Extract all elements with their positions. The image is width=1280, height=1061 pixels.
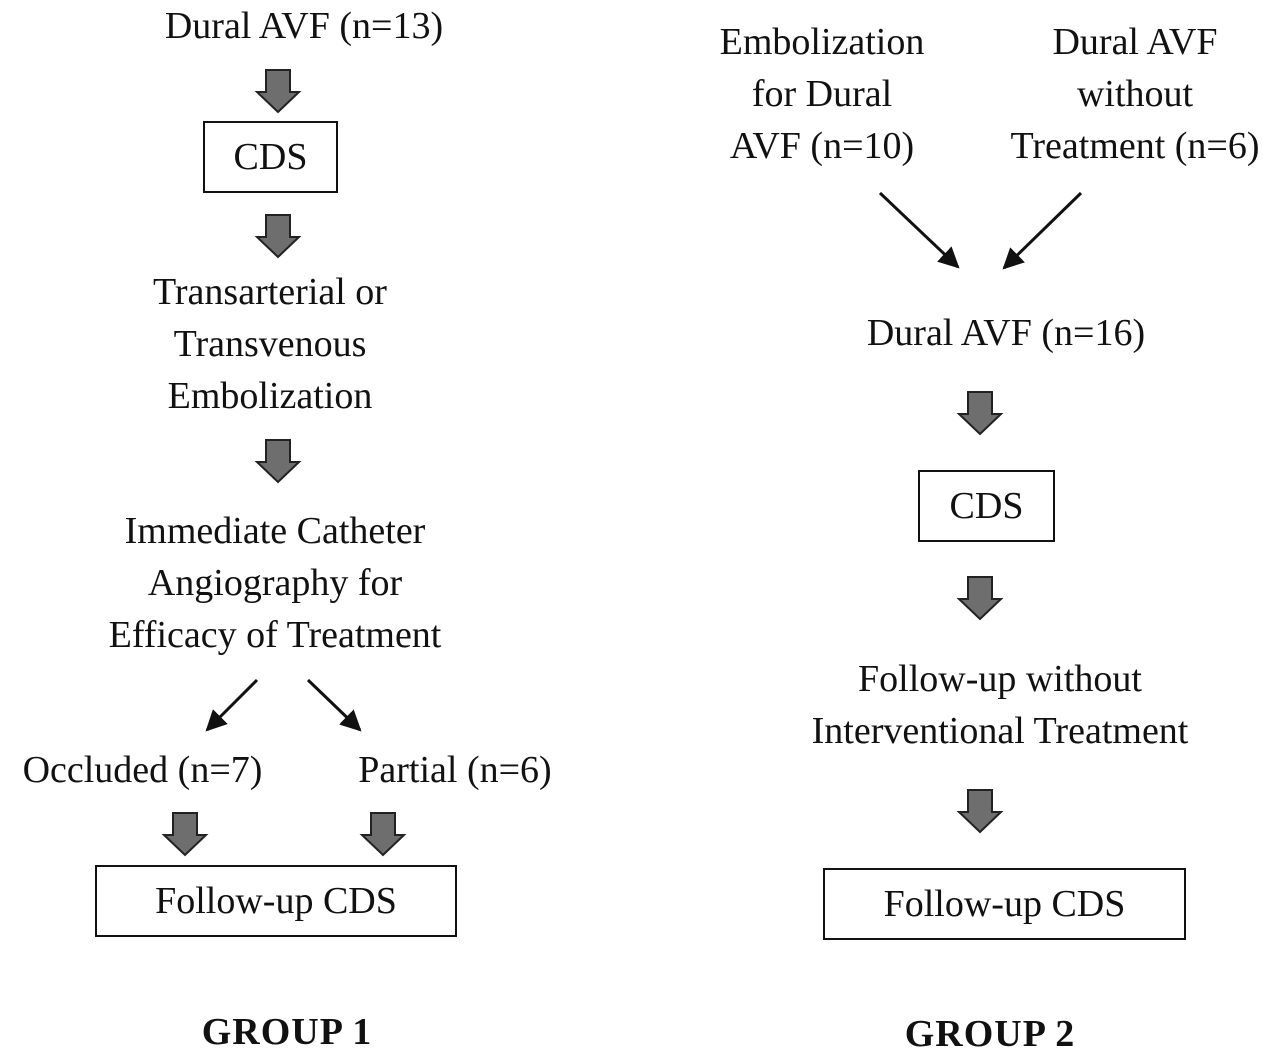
g1-arrow-occluded-to-followup (161, 812, 209, 857)
g1-embolization-node: Transarterial or Transvenous Embolizatio… (153, 271, 387, 417)
arrow-from-untreated-source (1002, 191, 1083, 270)
group1-label: GROUP 1 (201, 1011, 373, 1053)
arrow-from-embolization-source (878, 191, 960, 269)
g2-embolization-source-node: Embolization for Dural AVF (n=10) (719, 21, 925, 167)
g1-cds-box: CDS (203, 121, 338, 193)
g2-arrow-merged-to-cds (956, 391, 1004, 436)
arrow-to-occluded (205, 678, 259, 732)
group2-label: GROUP 2 (904, 1013, 1076, 1055)
g2-arrow-followup-to-box (956, 789, 1004, 834)
g2-arrow-cds-to-followup (956, 576, 1004, 621)
g1-partial-node: Partial (n=6) (358, 749, 552, 791)
g1-occluded-node: Occluded (n=7) (22, 749, 263, 791)
g2-cds-box: CDS (918, 470, 1055, 542)
g1-arrow-embolization-to-angiography (254, 439, 302, 484)
g2-followup-without-treatment-node: Follow-up without Interventional Treatme… (811, 658, 1189, 752)
g2-merged-node: Dural AVF (n=16) (866, 312, 1146, 354)
g2-untreated-source-node: Dural AVF without Treatment (n=6) (1010, 21, 1260, 167)
arrow-to-partial (306, 678, 362, 732)
g1-arrow-cds-to-embolization (254, 214, 302, 259)
g2-followup-box: Follow-up CDS (823, 868, 1186, 940)
g1-arrow-start-to-cds (254, 69, 302, 114)
g1-angiography-node: Immediate Catheter Angiography for Effic… (108, 510, 442, 656)
g1-arrow-partial-to-followup (359, 812, 407, 857)
g1-start-node: Dural AVF (n=13) (164, 5, 444, 47)
g1-followup-box: Follow-up CDS (95, 865, 457, 937)
